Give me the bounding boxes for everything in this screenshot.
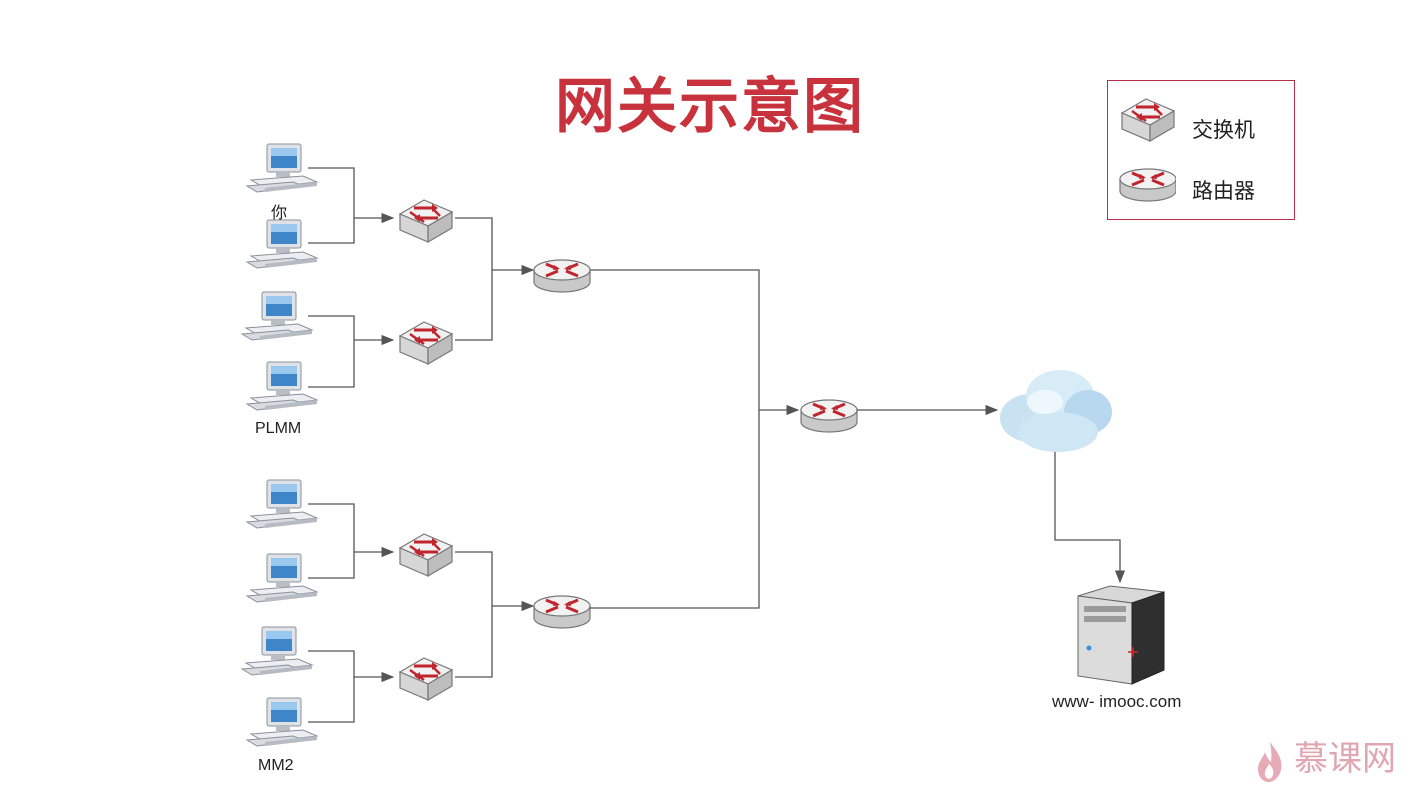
pc-7 [241, 626, 313, 676]
pc-3 [241, 291, 313, 341]
pc-you [246, 143, 318, 193]
flame-icon [1258, 742, 1282, 782]
pc-6 [246, 553, 318, 603]
page-title: 网关示意图 [555, 72, 865, 142]
pc-plmm [246, 361, 318, 411]
router-links [590, 269, 1126, 609]
label-server: www- imooc.com [1052, 692, 1182, 711]
router-gateway [799, 398, 859, 434]
brand-logo-text: 慕课网 [1294, 739, 1396, 779]
internet-cloud-icon [1000, 370, 1112, 452]
switch-links [455, 217, 535, 678]
server-icon [1077, 585, 1165, 685]
router-2 [532, 594, 592, 630]
label-pc-plmm: PLMM [255, 420, 302, 437]
pc-mm2 [246, 697, 318, 747]
legend: 交换机 路由器 [1107, 80, 1295, 220]
legend-label-switch: 交换机 [1192, 118, 1255, 142]
label-pc-you: 你 [271, 205, 288, 222]
switch-4 [398, 656, 454, 702]
switch-3 [398, 532, 454, 578]
label-pc-mm2: MM2 [258, 757, 294, 774]
pc-2 [246, 219, 318, 269]
router-1 [532, 258, 592, 294]
switch-2 [398, 320, 454, 366]
pc-5 [246, 479, 318, 529]
switch-1 [398, 198, 454, 244]
pc-links [308, 167, 395, 723]
legend-label-router: 路由器 [1192, 179, 1255, 203]
